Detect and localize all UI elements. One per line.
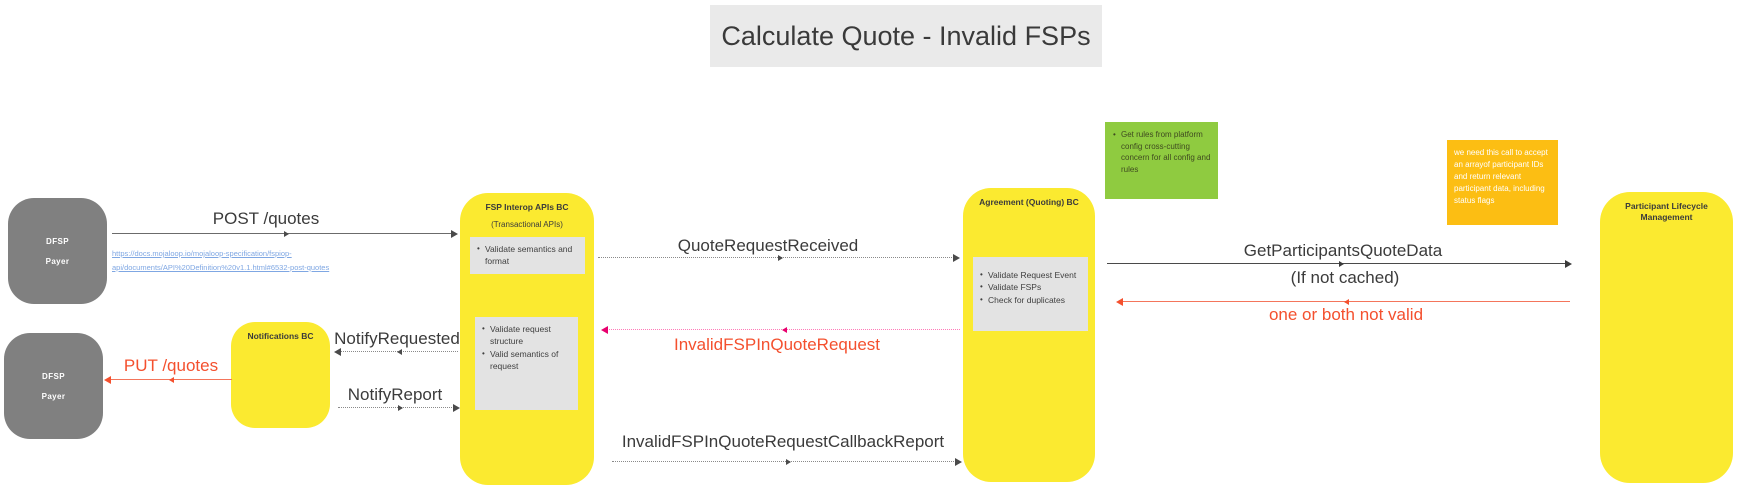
notify-report-arrow [338, 403, 460, 412]
get-participants-quote-data-arrow [1107, 259, 1572, 268]
fsp-interop-title: FSP Interop APIs BC [485, 202, 569, 212]
fsp-interop-task-note-top: Validate semantics and format [470, 237, 585, 274]
agreement-title: Agreement (Quoting) BC [979, 197, 1079, 207]
participant-lifecycle-box: Participant Lifecycle Management [1600, 192, 1733, 483]
task-item: Validate request structure [479, 323, 574, 348]
invalid-fsp-callback-report-label: InvalidFSPInQuoteRequestCallbackReport [621, 432, 945, 451]
quote-request-received-label: QuoteRequestReceived [677, 236, 859, 255]
fsp-interop-task-note-bottom: Validate request structure Valid semanti… [475, 317, 578, 410]
page-title-banner: Calculate Quote - Invalid FSPs [710, 5, 1102, 67]
invalid-fsp-in-quote-request-label: InvalidFSPInQuoteRequest [673, 335, 881, 354]
dfsp-label: DFSP [42, 371, 65, 381]
post-quotes-label: POST /quotes [212, 209, 320, 228]
one-or-both-not-valid-label: one or both not valid [1268, 305, 1424, 324]
dfsp-label: DFSP [46, 236, 69, 246]
note-text: we need this call to accept an arrayof p… [1454, 148, 1548, 205]
one-or-both-not-valid-arrow [1116, 297, 1570, 306]
quote-request-received-arrow [598, 253, 960, 262]
page-title: Calculate Quote - Invalid FSPs [721, 20, 1091, 51]
spec-link[interactable]: https://docs.mojaloop.io/mojaloop-specif… [112, 249, 330, 272]
task-item: Check for duplicates [977, 294, 1084, 306]
invalid-fsp-callback-report-arrow [612, 457, 962, 466]
notify-requested-arrow [334, 347, 458, 356]
get-participants-quote-data-label: GetParticipantsQuoteData [1243, 241, 1443, 260]
notify-report-label: NotifyReport [347, 385, 443, 404]
put-quotes-arrow [104, 375, 232, 384]
if-not-cached-label: (If not cached) [1290, 268, 1400, 287]
dfsp-payer-2-box: DFSP Payer [4, 333, 103, 439]
invalid-fsp-in-quote-request-arrow [601, 325, 960, 334]
orange-sticky-note: we need this call to accept an arrayof p… [1447, 140, 1558, 225]
notify-requested-label: NotifyRequested [334, 329, 460, 348]
agreement-task-note: Validate Request Event Validate FSPs Che… [973, 257, 1088, 331]
notifications-bc-box: Notifications BC [231, 322, 330, 428]
task-item: Validate FSPs [977, 281, 1084, 293]
task-item: Validate semantics and format [474, 243, 581, 268]
participant-lifecycle-title: Participant Lifecycle Management [1625, 201, 1708, 223]
put-quotes-label: PUT /quotes [123, 356, 219, 375]
fsp-interop-apis-bc-box: FSP Interop APIs BC (Transactional APIs)… [460, 193, 594, 485]
payer-label: Payer [45, 256, 70, 266]
task-item: Validate Request Event [977, 269, 1084, 281]
dfsp-payer-1-box: DFSP Payer [8, 198, 107, 304]
task-item: Valid semantics of request [479, 348, 574, 373]
green-sticky-note: Get rules from platform config cross-cut… [1105, 122, 1218, 199]
fsp-interop-subtitle: (Transactional APIs) [491, 220, 563, 230]
notifications-bc-title: Notifications BC [247, 331, 314, 341]
payer-label: Payer [41, 391, 66, 401]
agreement-quoting-bc-box: Agreement (Quoting) BC Validate Request … [963, 188, 1095, 482]
note-item: Get rules from platform config cross-cut… [1110, 129, 1213, 175]
post-quotes-arrow [112, 229, 458, 238]
